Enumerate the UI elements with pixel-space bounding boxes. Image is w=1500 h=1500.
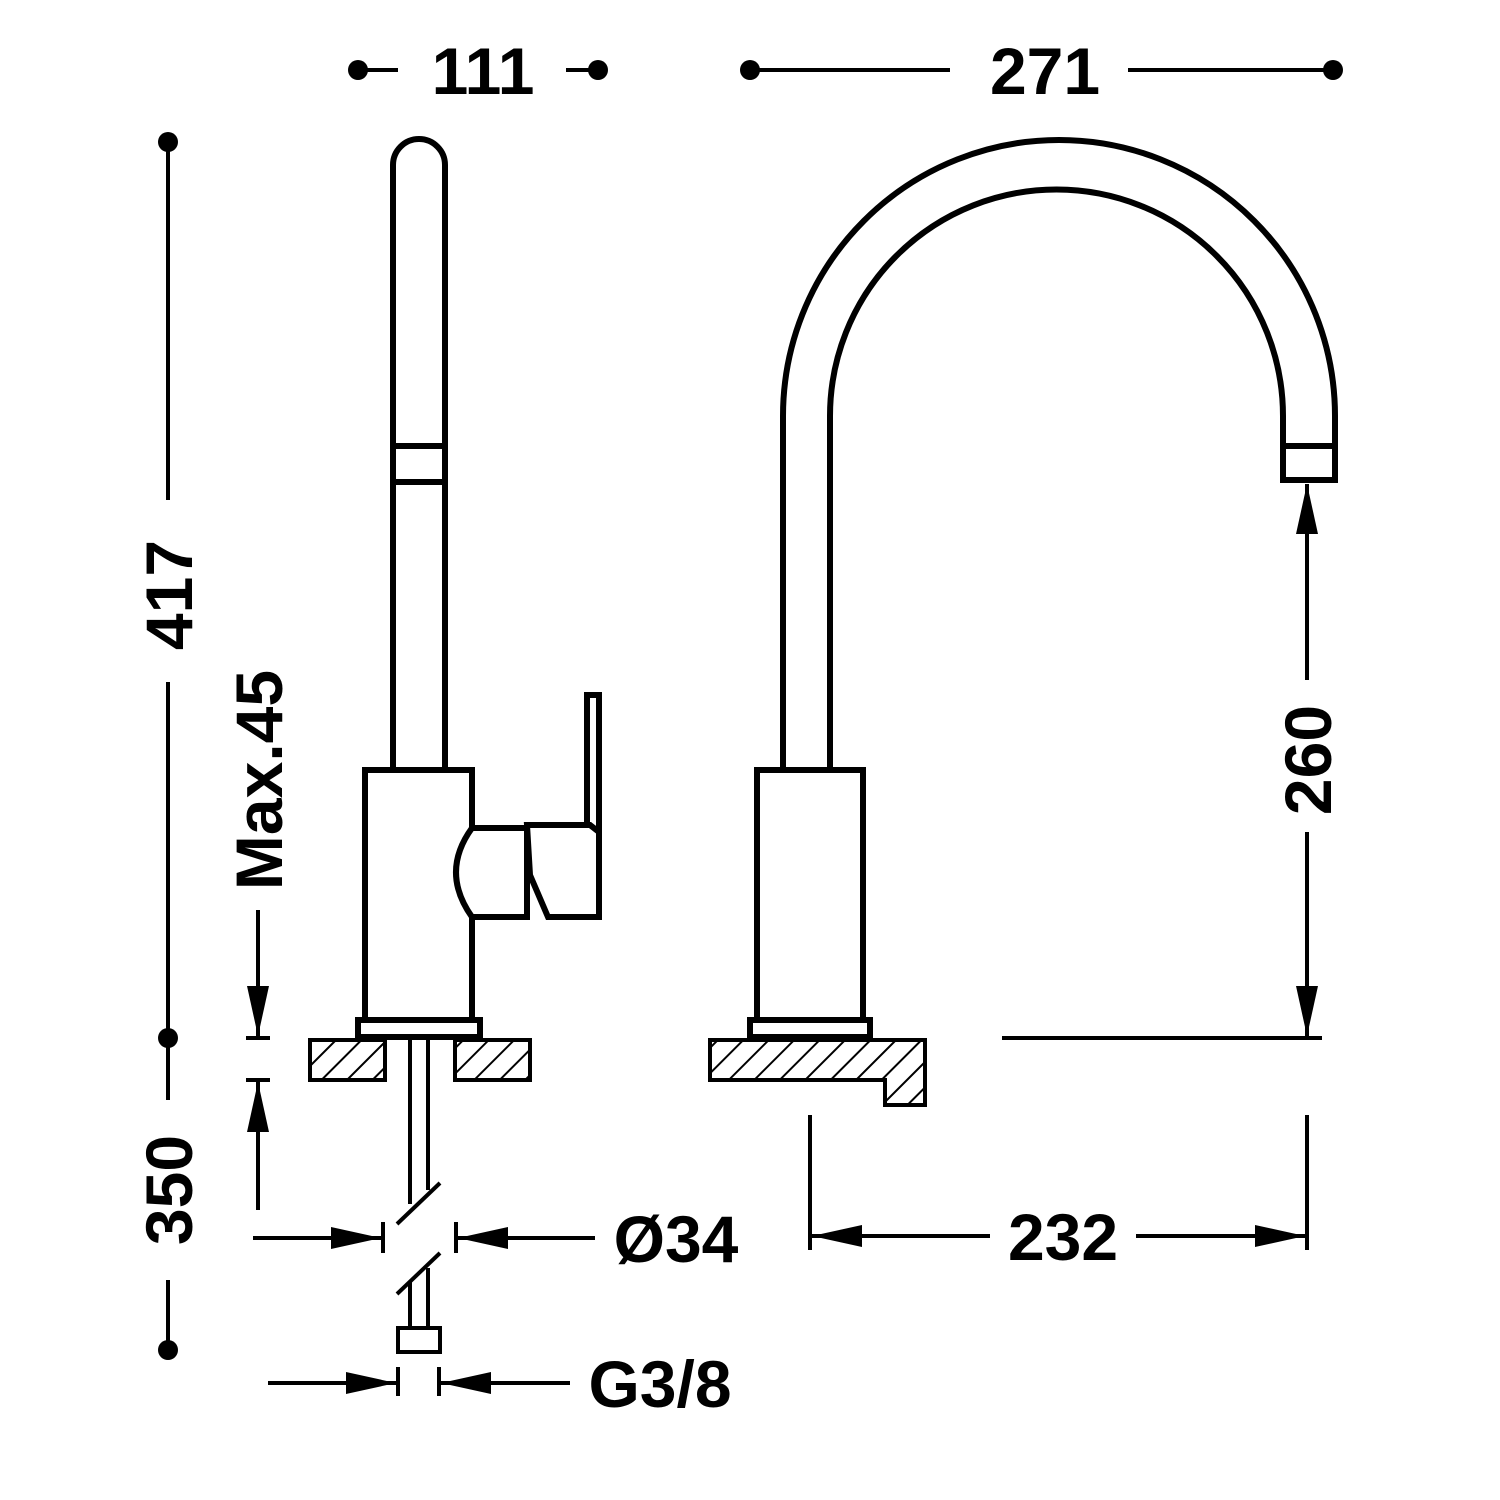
- dimension-label-diameter: Ø34: [614, 1202, 739, 1276]
- dimension-label-260: 260: [1271, 705, 1345, 815]
- dimension-hole-diameter: Ø34: [253, 1202, 739, 1276]
- dimension-label-417: 417: [132, 540, 206, 650]
- countertop-right: [708, 1038, 927, 1107]
- dimension-label-232: 232: [1008, 1200, 1118, 1274]
- dimension-label-111: 111: [432, 34, 535, 108]
- dimension-spout-reach: 232: [808, 1115, 1309, 1274]
- dimension-height-417: 417: [132, 132, 206, 1048]
- dimension-label-connection: G3/8: [588, 1347, 731, 1421]
- dimension-hose-350: 350: [132, 1038, 206, 1360]
- faucet-side-view: [308, 136, 602, 1354]
- dimension-label-max45: Max.45: [222, 670, 296, 890]
- dimension-width-111: 111: [348, 34, 608, 108]
- countertop-left: [308, 1038, 532, 1082]
- lever-handle: [453, 692, 602, 920]
- dimension-connection: G3/8: [268, 1347, 732, 1421]
- dimension-label-350: 350: [132, 1135, 206, 1245]
- dimension-max-deck-45: Max.45: [222, 670, 296, 1210]
- supply-hose: [395, 1037, 442, 1354]
- dimension-reach-271: 271: [740, 34, 1343, 108]
- dimension-label-271: 271: [990, 34, 1100, 108]
- dimension-spout-height: 260: [1271, 484, 1345, 1036]
- faucet-front-view: [708, 137, 1338, 1107]
